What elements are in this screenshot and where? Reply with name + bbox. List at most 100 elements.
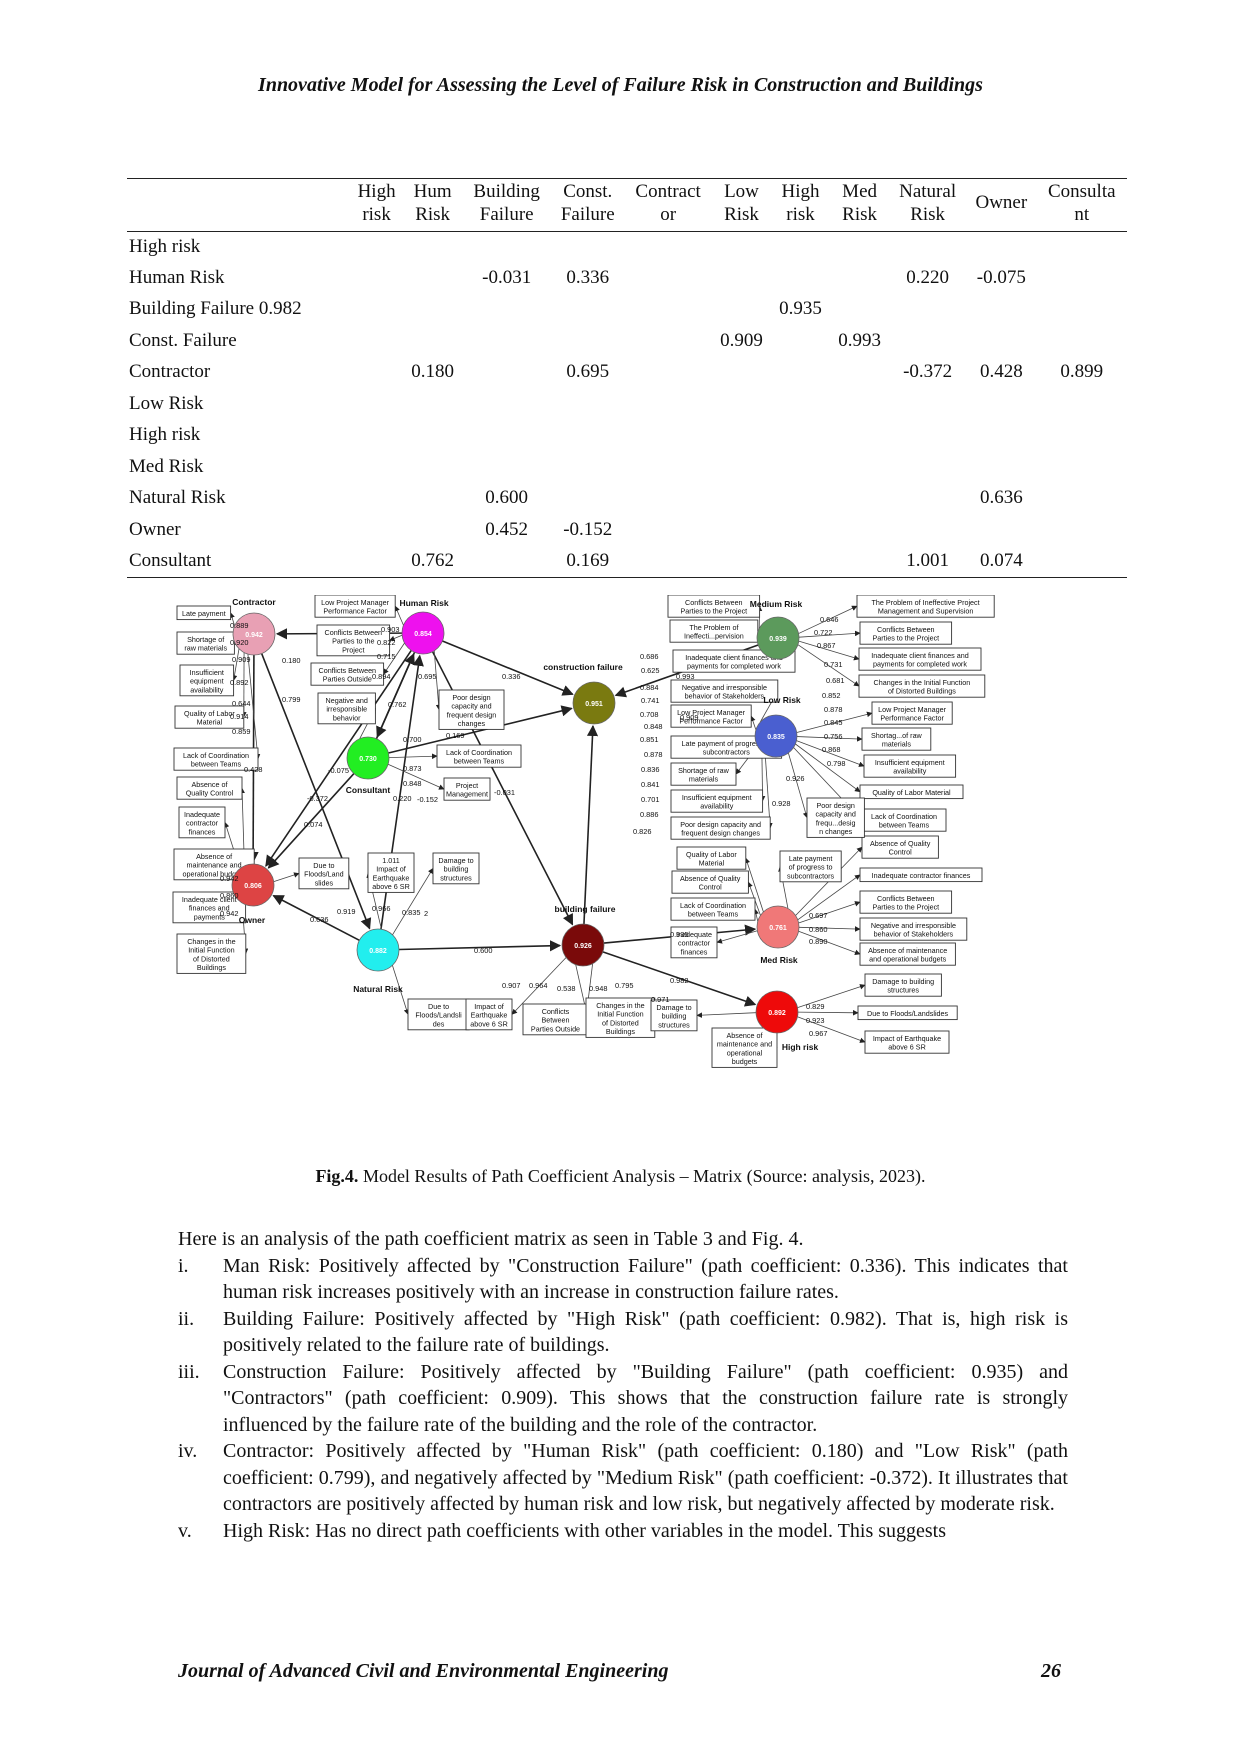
construct-circle <box>232 612 276 656</box>
matrix-cell <box>889 294 966 326</box>
indicator-label: Impact of <box>474 1002 504 1011</box>
indicator-label: Conflicts Between <box>877 625 935 634</box>
indicator-label: Due to <box>428 1002 449 1011</box>
indicator-label: Inadequate client <box>182 895 237 904</box>
indicator-label: Low Project Manager <box>321 598 390 607</box>
matrix-cell <box>403 294 462 326</box>
indicator-label: materials <box>882 740 912 749</box>
indicator-arrow <box>798 926 861 932</box>
matrix-cell <box>771 420 830 452</box>
path-coefficient-label: 0.967 <box>809 1029 828 1038</box>
construct-circle <box>231 863 275 907</box>
path-coefficient-label: 0.700 <box>403 735 422 744</box>
indicator-box-frame <box>858 647 982 671</box>
indicator-box: Due to Floods/Landslides <box>857 1005 958 1021</box>
indicator-label: Absence of <box>727 1031 763 1040</box>
indicator-label: above 6 SR <box>372 882 410 891</box>
matrix-cell <box>889 452 966 484</box>
path-arrow <box>442 640 574 696</box>
construct-r2-value: 0.761 <box>769 925 787 932</box>
path-coefficient-label: 0.428 <box>244 765 263 774</box>
matrix-cell <box>889 515 966 547</box>
indicator-arrow <box>798 901 861 924</box>
path-arrow <box>265 649 412 867</box>
edge-labels: 0.8890.9200.9090.8920.6440.9140.8590.180… <box>220 615 846 1038</box>
analysis-list: i.Man Risk: Positively affected by "Cons… <box>178 1253 1068 1545</box>
column-header-line: Failure <box>479 203 534 225</box>
indicator-label: Parties to the Project <box>872 903 939 912</box>
construct-r2-value: 0.951 <box>585 701 603 708</box>
indicator-box-frame <box>173 747 259 771</box>
indicator-label: contractor <box>678 939 711 948</box>
list-item-number: i. <box>178 1254 189 1277</box>
matrix-cell <box>624 326 712 358</box>
indicator-label: frequent design <box>447 710 497 719</box>
path-coefficient-label: 0.686 <box>640 652 659 661</box>
matrix-cell: 0.636 <box>979 487 1023 509</box>
indicator-box-frame <box>407 998 470 1031</box>
matrix-cell <box>462 294 551 326</box>
indicator-box-frame <box>670 816 771 840</box>
matrix-cell <box>350 452 403 484</box>
matrix-cell: 0.074 <box>966 546 1037 579</box>
indicator-label: Material <box>699 859 725 868</box>
indicator-label: Poor design <box>817 801 855 810</box>
column-header-line: risk <box>786 203 815 225</box>
indicator-arrow <box>716 930 758 944</box>
indicator-box-frame <box>859 917 968 941</box>
table-row: Low Risk <box>127 389 1127 421</box>
indicator-label: behavior of Stakeholders <box>874 930 954 939</box>
indicator-label: Inadequate client finances and <box>685 653 783 662</box>
column-header-line: Risk <box>415 203 451 225</box>
indicator-label: Insufficient <box>190 668 224 677</box>
indicator-label: structures <box>887 986 919 995</box>
indicator-label: Quality of Labor Material <box>872 788 951 797</box>
matrix-cell <box>624 546 712 579</box>
indicator-label: Parties Outside <box>531 1024 580 1033</box>
path-coefficient-label: 0.722 <box>814 628 833 637</box>
indicator-arrow <box>273 872 300 882</box>
matrix-cell: -0.372 <box>903 361 953 383</box>
construct-r2-value: 0.942 <box>245 632 263 639</box>
indicator-label: structures <box>658 1020 690 1029</box>
path-coefficient-label: 0.894 <box>372 672 391 681</box>
matrix-cell <box>403 231 462 263</box>
indicator-label: maintenance and <box>187 861 242 870</box>
indicator-label: building <box>662 1012 687 1021</box>
figure-caption: Fig.4. Model Results of Path Coefficient… <box>0 1166 1241 1187</box>
matrix-cell <box>771 483 830 515</box>
matrix-cell <box>624 294 712 326</box>
path-coefficient-label: 0.859 <box>232 727 251 736</box>
construct-r2-value: 0.806 <box>244 883 262 890</box>
indicator-label: Late payment <box>789 854 833 863</box>
path-coefficient-label: 0.756 <box>824 732 843 741</box>
path-coefficient-label: -0.152 <box>417 795 438 804</box>
matrix-cell <box>624 452 712 484</box>
construct-r2-value: 0.882 <box>369 948 387 955</box>
indicator-arrow <box>796 736 863 742</box>
column-header-line: Owner <box>975 192 1028 214</box>
construct-name: Med Risk <box>760 955 798 965</box>
path-coefficient-label: 0.890 <box>809 937 828 946</box>
construct-r2-value: 0.730 <box>359 756 377 763</box>
matrix-cell <box>1036 546 1127 579</box>
indicator-label: Absence of Quality <box>870 839 931 848</box>
indicator-label: structures <box>440 873 472 882</box>
row-label: Human Risk <box>129 266 225 288</box>
path-coefficient-label: 0.860 <box>809 925 828 934</box>
indicator-label: Low Project Manager <box>878 705 947 714</box>
